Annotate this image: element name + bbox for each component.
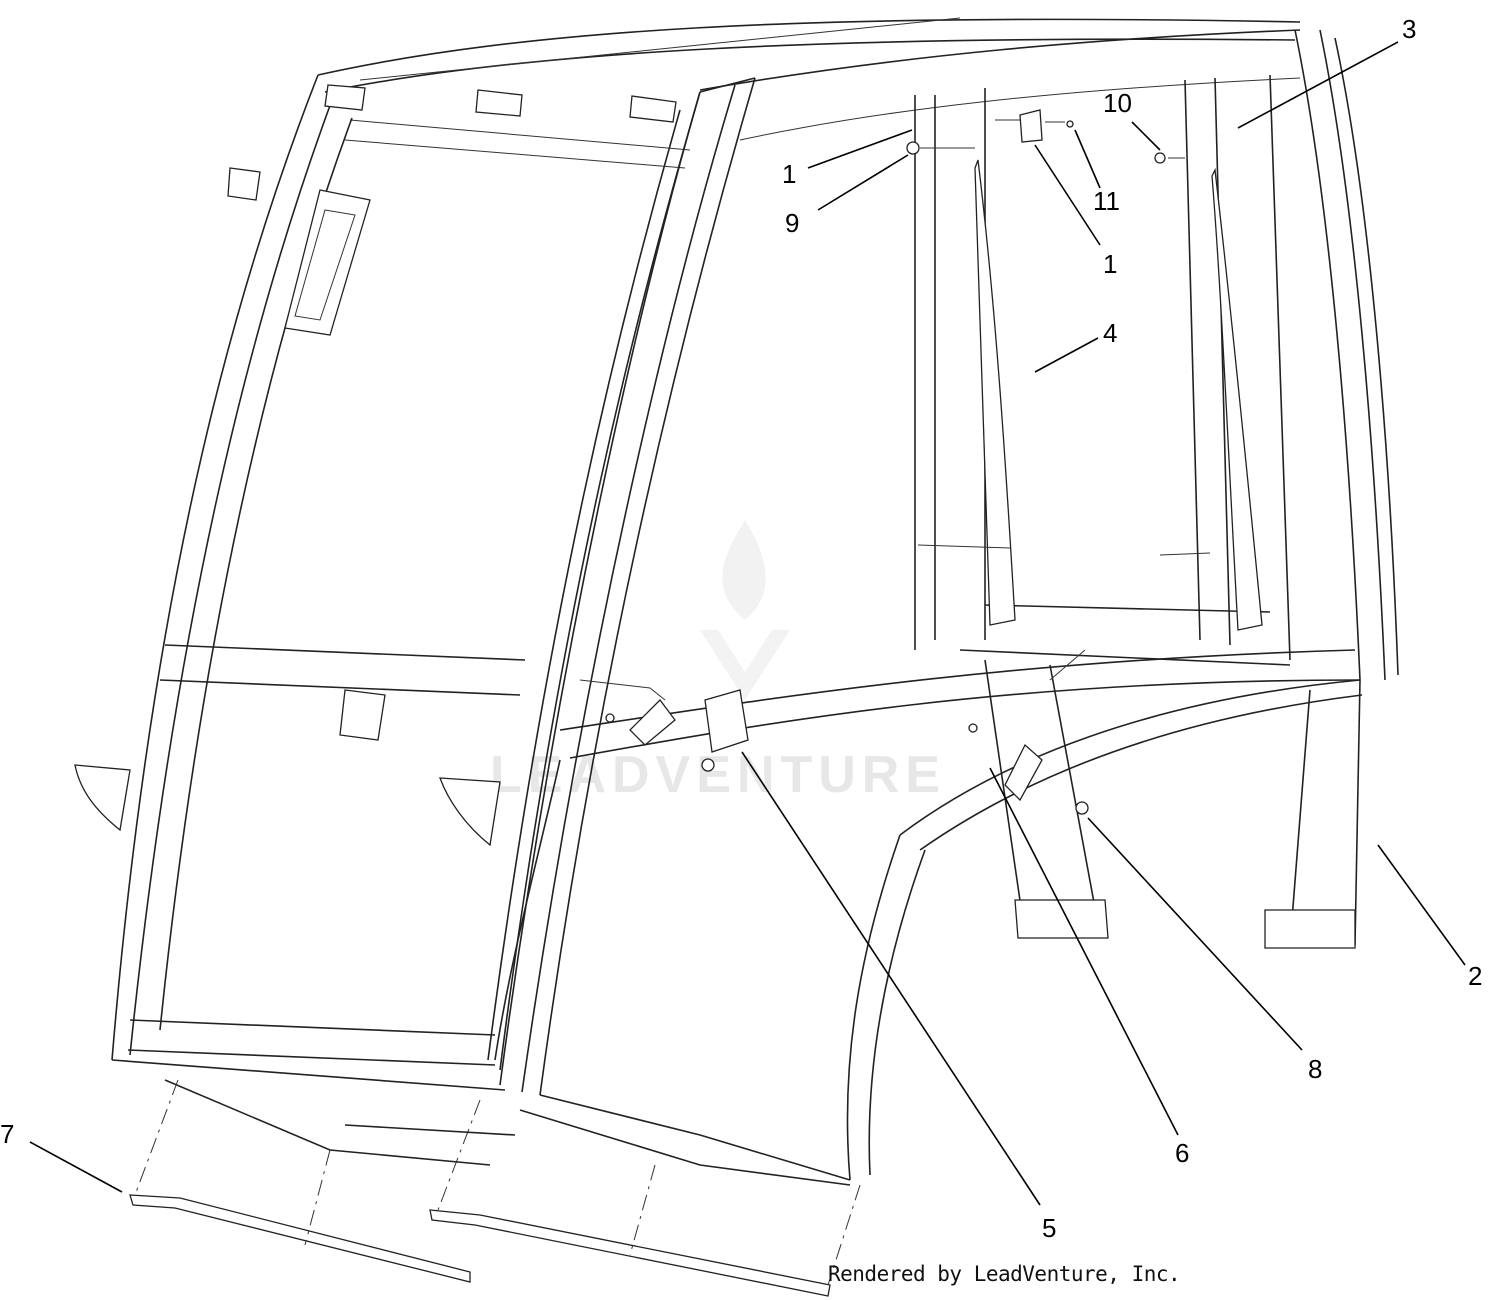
callout-9: 9 — [785, 208, 799, 238]
roof-panel — [317, 17, 1301, 141]
callout-2: 2 — [1468, 961, 1482, 991]
callout-5: 5 — [1042, 1213, 1056, 1243]
floor-step-plates — [129, 1079, 861, 1297]
callout-8: 8 — [1308, 1054, 1322, 1084]
render-credit: Rendered by LeadVenture, Inc. — [828, 1262, 1181, 1286]
window-channels — [974, 159, 1263, 631]
mirror-brackets — [74, 689, 501, 847]
door-handle — [284, 189, 371, 336]
front-center-pillar — [499, 77, 756, 1096]
watermark-flame-logo — [700, 520, 790, 700]
leadventure-watermark: LEADVENTURE — [490, 746, 947, 804]
callout-4: 4 — [1103, 318, 1117, 348]
left-door-frame — [111, 74, 701, 1091]
callout-11: 11 — [1093, 186, 1120, 216]
rear-legs — [984, 649, 1361, 949]
latch-hardware — [906, 109, 1211, 556]
callout-7: 7 — [0, 1119, 14, 1149]
rear-frame-panel — [914, 29, 1399, 681]
roof-hinge-tabs — [227, 84, 677, 201]
callout-3: 3 — [1402, 14, 1416, 44]
lower-front-frame — [494, 649, 1363, 1186]
leader-lines — [29, 41, 1466, 1206]
callout-6: 6 — [1175, 1138, 1189, 1168]
mount-brackets — [579, 679, 1089, 815]
callout-10: 10 — [1103, 88, 1132, 118]
callout-1-lower: 1 — [1103, 249, 1117, 279]
callout-1-upper: 1 — [782, 159, 796, 189]
